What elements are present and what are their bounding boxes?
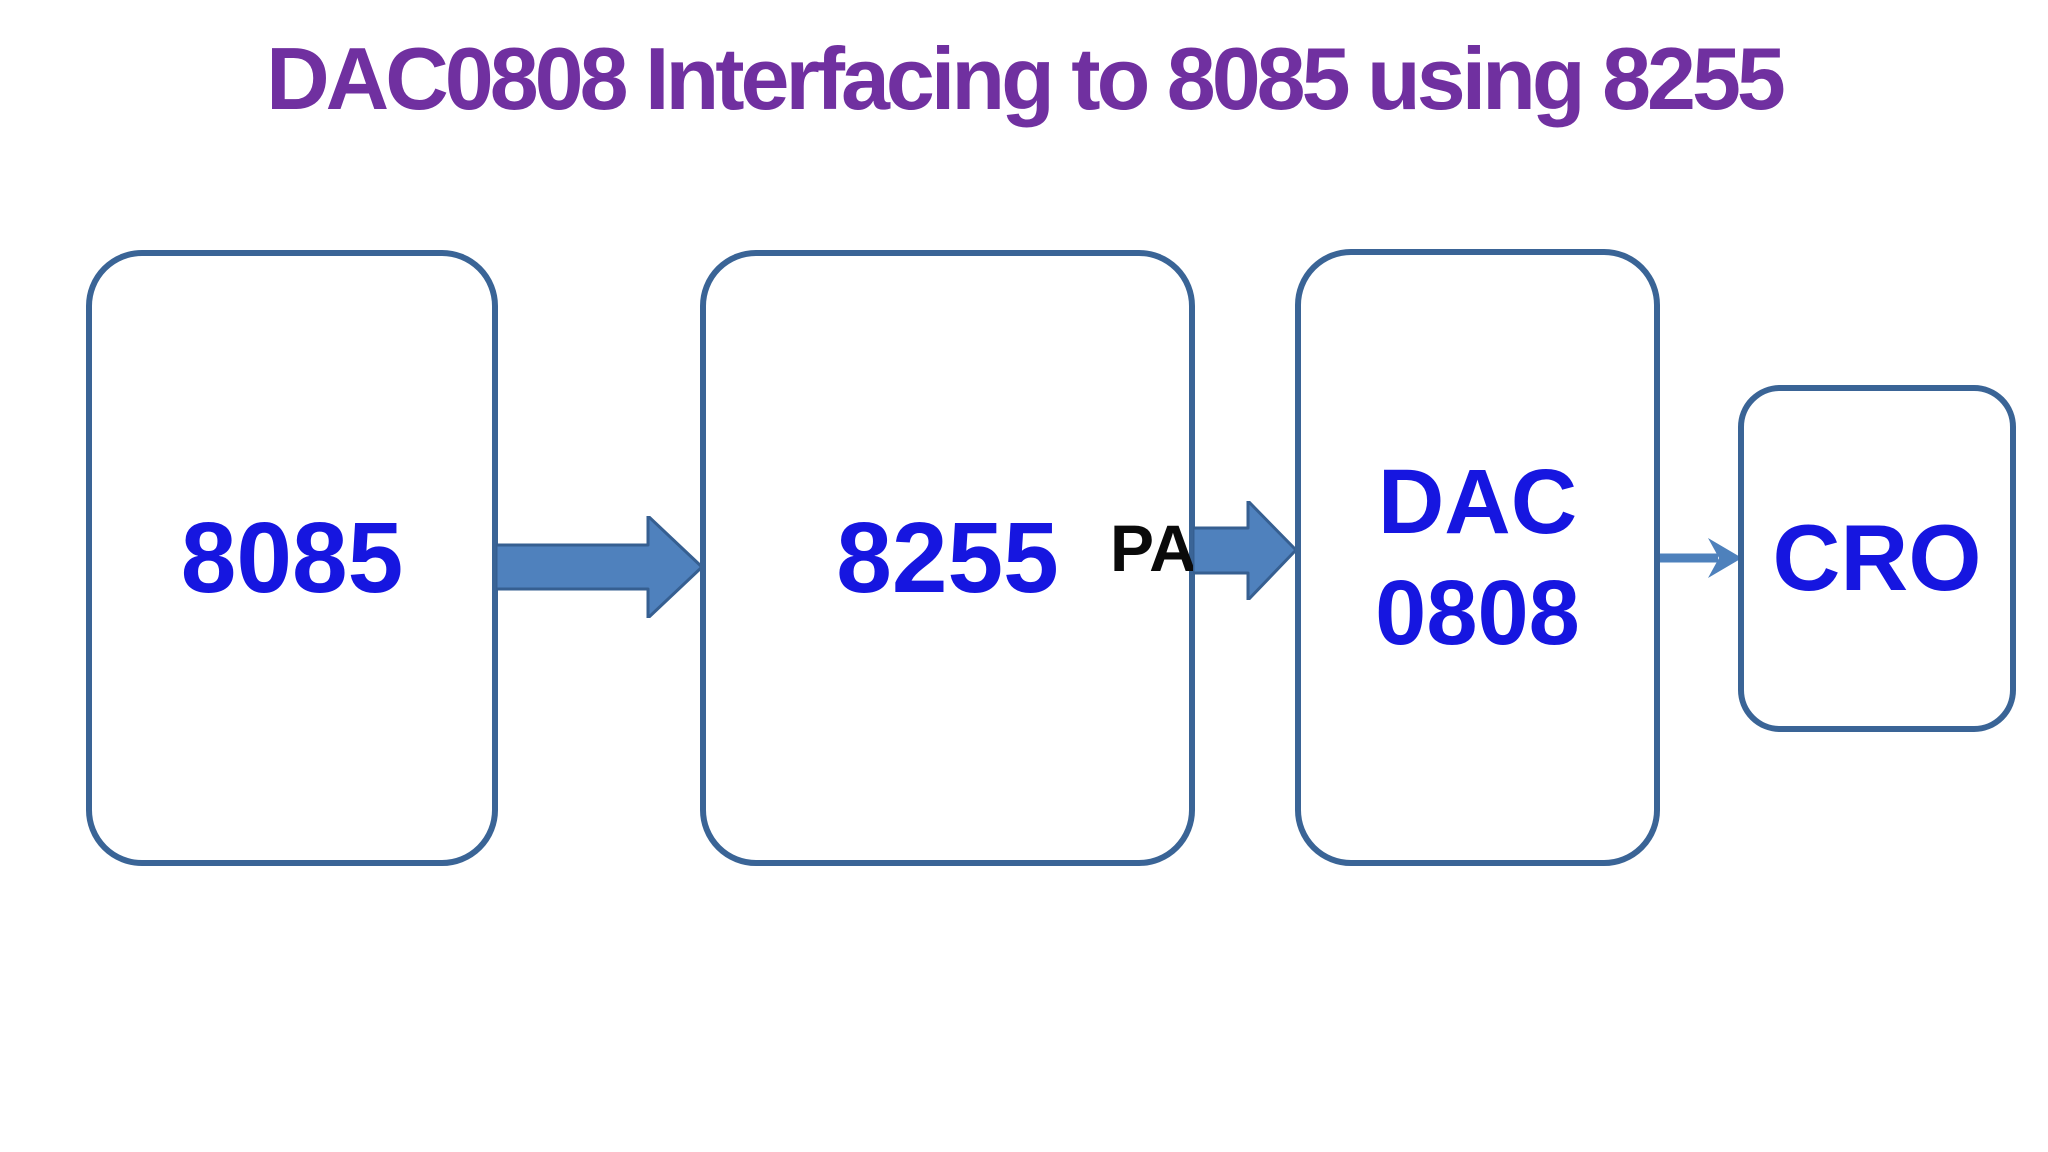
block-dac0808-label: DAC 0808 (1375, 451, 1580, 664)
right-block-arrow-icon (1193, 501, 1296, 600)
block-dac0808: DAC 0808 (1295, 249, 1660, 866)
block-cro-label: CRO (1772, 505, 1982, 611)
port-a-label: PA (1110, 511, 1197, 585)
block-8085-label: 8085 (180, 502, 404, 614)
right-block-arrow-icon (496, 516, 702, 618)
block-arrow-8085-to-8255-icon (496, 516, 702, 618)
slide-title: DAC0808 Interfacing to 8085 using 8255 (266, 29, 1786, 128)
thin-arrow-head-icon (1708, 538, 1742, 578)
block-arrow-8255-to-dac-icon (1193, 501, 1296, 600)
block-cro: CRO (1738, 385, 2016, 732)
block-8255-label: 8255 (836, 502, 1059, 614)
block-8255: 8255 (700, 250, 1195, 866)
thin-arrow-dac-to-cro-icon (1660, 538, 1742, 578)
block-8085: 8085 (86, 250, 498, 866)
